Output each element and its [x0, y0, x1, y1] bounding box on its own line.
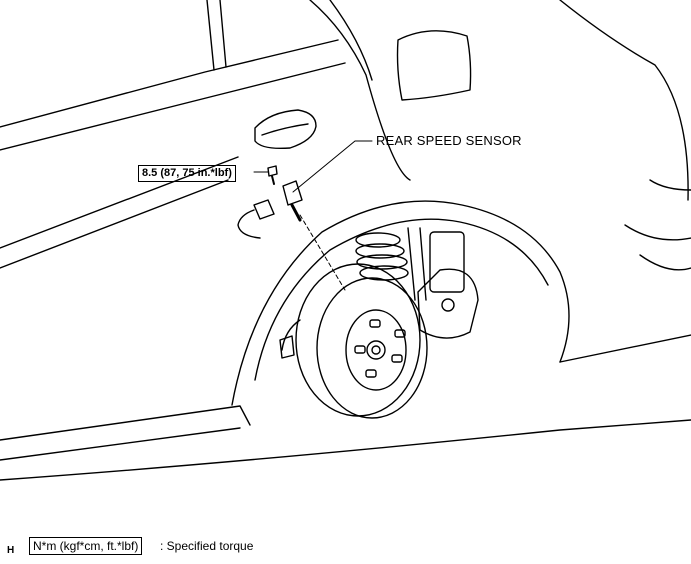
figure-code-letter: H	[7, 545, 15, 556]
wheel-well	[231, 200, 570, 406]
suspension-spring	[355, 227, 465, 301]
speed-sensor	[282, 180, 303, 222]
fuel-door	[396, 30, 472, 101]
brake-disc-rotor	[279, 263, 428, 419]
sensor-connector	[237, 199, 275, 239]
car-body	[0, 0, 691, 481]
wheel-stud	[354, 319, 406, 378]
legend-unit-box: N*m (kgf*cm, ft.*lbf)	[29, 537, 143, 555]
torque-spec-box: 8.5 (87, 75 in.*lbf)	[138, 165, 236, 182]
legend-description: : Specified torque	[160, 539, 254, 553]
door-handle	[254, 109, 317, 150]
install-guide-line	[299, 214, 346, 291]
brake-caliper	[417, 268, 479, 339]
rear-speed-sensor-label: REAR SPEED SENSOR	[376, 133, 522, 148]
sensor-bolt	[267, 165, 278, 185]
part-leader-line	[292, 140, 373, 193]
